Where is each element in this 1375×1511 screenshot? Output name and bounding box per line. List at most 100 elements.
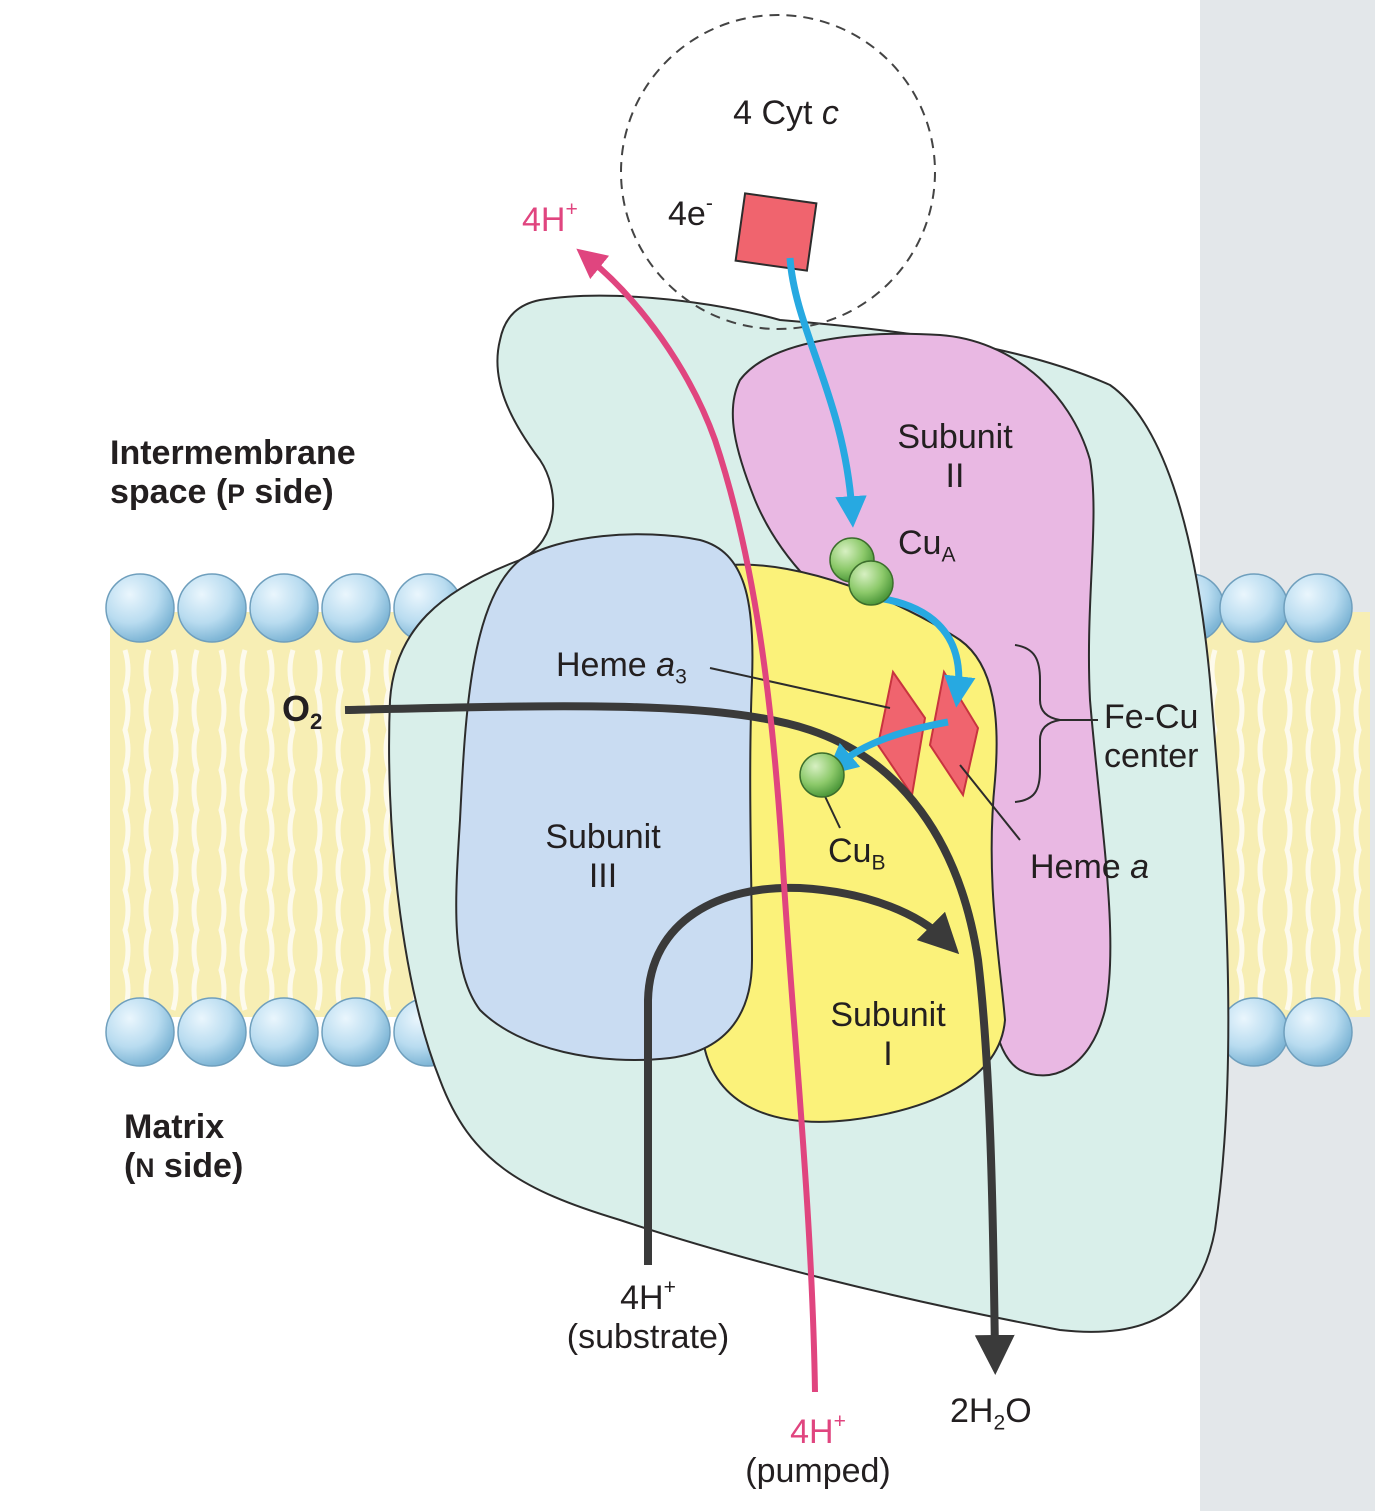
intermembrane-line2-a: space ( bbox=[110, 473, 228, 512]
cu-b-text: Cu bbox=[828, 832, 872, 870]
cyt-c-letter: c bbox=[821, 94, 839, 132]
electron-arrow-to-cua bbox=[786, 257, 867, 528]
h-pumped-bottom-sup: + bbox=[833, 1410, 846, 1433]
matrix-line2: (N side) bbox=[124, 1147, 243, 1186]
h-substrate-sup: + bbox=[663, 1276, 676, 1299]
heme-a-leader bbox=[959, 764, 1021, 841]
o2-text: O bbox=[282, 688, 311, 729]
lipid-head bbox=[321, 573, 391, 643]
heme-a-letter: a bbox=[1130, 848, 1150, 886]
h-pumped-top-sup: + bbox=[565, 198, 578, 221]
lipid-tail bbox=[1257, 649, 1266, 1011]
cu-b-sphere bbox=[799, 752, 845, 798]
water-text-b: O bbox=[1005, 1392, 1032, 1430]
water-label: 2H2O bbox=[950, 1392, 1032, 1436]
lipid-tail bbox=[1305, 649, 1314, 1011]
heme-a-label: Heme a bbox=[1030, 848, 1149, 887]
lipid-tail bbox=[314, 649, 323, 1011]
subunit-ii-line2: II bbox=[945, 457, 965, 496]
subunit-iii-label: Subunit III bbox=[545, 818, 660, 896]
cu-b-label: CuB bbox=[828, 832, 886, 876]
h-pumped-bottom-label: 4H+ (pumped) bbox=[745, 1410, 891, 1491]
heme-a3-leader bbox=[709, 667, 891, 709]
heme-a3-text: Heme bbox=[556, 646, 657, 684]
electron-arrow-to-heme bbox=[877, 594, 976, 708]
lipid-head bbox=[1283, 573, 1353, 643]
lipid-tail bbox=[122, 649, 131, 1011]
matrix-line2-b: side) bbox=[154, 1147, 244, 1186]
o2-arrow bbox=[344, 702, 1015, 1375]
subunit-iii-line1: Subunit bbox=[545, 818, 661, 856]
matrix-line2-a: ( bbox=[124, 1147, 136, 1186]
intermembrane-line1: Intermembrane bbox=[110, 434, 356, 472]
lipid-tail bbox=[266, 649, 275, 1011]
lipid-head bbox=[1219, 997, 1289, 1067]
pumped-proton-arrow bbox=[576, 248, 818, 1393]
fe-cu-line2: center bbox=[1104, 737, 1199, 776]
cyt-c-count: 4 Cyt bbox=[733, 94, 813, 132]
cu-a-sphere-2 bbox=[848, 560, 894, 606]
fe-cu-center-label: Fe-Cu center bbox=[1104, 698, 1199, 776]
subunit-i-line1: Subunit bbox=[830, 996, 946, 1034]
lipid-tails bbox=[122, 649, 1362, 1011]
heme-a3-label: Heme a3 bbox=[556, 646, 687, 690]
h-substrate-note: (substrate) bbox=[566, 1317, 730, 1356]
lipid-tail bbox=[143, 649, 152, 1011]
heme-a-text: Heme bbox=[1030, 848, 1131, 886]
cu-a-text: Cu bbox=[898, 524, 942, 562]
lipid-tail bbox=[1353, 649, 1362, 1011]
lipid-head bbox=[1219, 573, 1289, 643]
lipid-head bbox=[1283, 997, 1353, 1067]
heme-a bbox=[928, 669, 980, 798]
lipid-head bbox=[249, 573, 319, 643]
lipid-head bbox=[105, 997, 175, 1067]
subunit-iii-shape bbox=[455, 533, 754, 1061]
lipid-tail bbox=[218, 649, 227, 1011]
heme-a3-sub: 3 bbox=[675, 665, 687, 689]
cu-a-label: CuA bbox=[898, 524, 956, 568]
cu-b-sub: B bbox=[871, 851, 886, 875]
water-sub: 2 bbox=[993, 1411, 1006, 1435]
intermembrane-line2: space (P side) bbox=[110, 473, 356, 512]
lipid-tail bbox=[170, 649, 179, 1011]
lipid-heads-bottom bbox=[105, 997, 1353, 1067]
o2-label: O2 bbox=[282, 688, 322, 734]
lipid-tail bbox=[1236, 649, 1245, 1011]
cu-a-sub: A bbox=[941, 543, 956, 567]
h-substrate-label: 4H+ (substrate) bbox=[567, 1276, 730, 1357]
cyt-c-circle bbox=[620, 14, 936, 330]
electrons-label: 4e- bbox=[668, 192, 713, 234]
h-substrate-text: 4H bbox=[620, 1278, 664, 1317]
intermembrane-label: Intermembrane space (P side) bbox=[110, 434, 356, 512]
electrons-text: 4e bbox=[668, 194, 706, 233]
water-text-a: 2H bbox=[950, 1392, 994, 1430]
electrons-sup: - bbox=[705, 192, 713, 215]
cyt-c-label: 4 Cyt c bbox=[733, 94, 839, 133]
lipid-head bbox=[177, 573, 247, 643]
matrix-label: Matrix (N side) bbox=[124, 1108, 243, 1186]
lipid-head bbox=[249, 997, 319, 1067]
lipid-tail bbox=[287, 649, 296, 1011]
lipid-tail bbox=[335, 649, 344, 1011]
subunit-ii-label: Subunit II bbox=[897, 418, 1012, 496]
intermembrane-p: P bbox=[227, 479, 245, 510]
lipid-tail bbox=[239, 649, 248, 1011]
subunit-i-label: Subunit I bbox=[830, 996, 945, 1074]
h-pumped-note: (pumped) bbox=[745, 1451, 891, 1490]
electron-carrier-square bbox=[734, 192, 818, 272]
fe-cu-line1: Fe-Cu bbox=[1104, 698, 1199, 736]
heme-a3-letter: a bbox=[656, 646, 676, 684]
lipid-head bbox=[177, 997, 247, 1067]
fe-cu-brace bbox=[1014, 644, 1098, 803]
subunit-iii-line2: III bbox=[588, 857, 618, 896]
h-pumped-top-label: 4H+ bbox=[522, 198, 578, 240]
h-pumped-bottom-text: 4H bbox=[790, 1412, 834, 1451]
lipid-tail bbox=[1332, 649, 1341, 1011]
matrix-line1: Matrix bbox=[124, 1108, 225, 1146]
lipid-tail bbox=[191, 649, 200, 1011]
electron-arrow-to-cub bbox=[826, 718, 949, 776]
lipid-head bbox=[321, 997, 391, 1067]
matrix-n: N bbox=[135, 1153, 155, 1184]
